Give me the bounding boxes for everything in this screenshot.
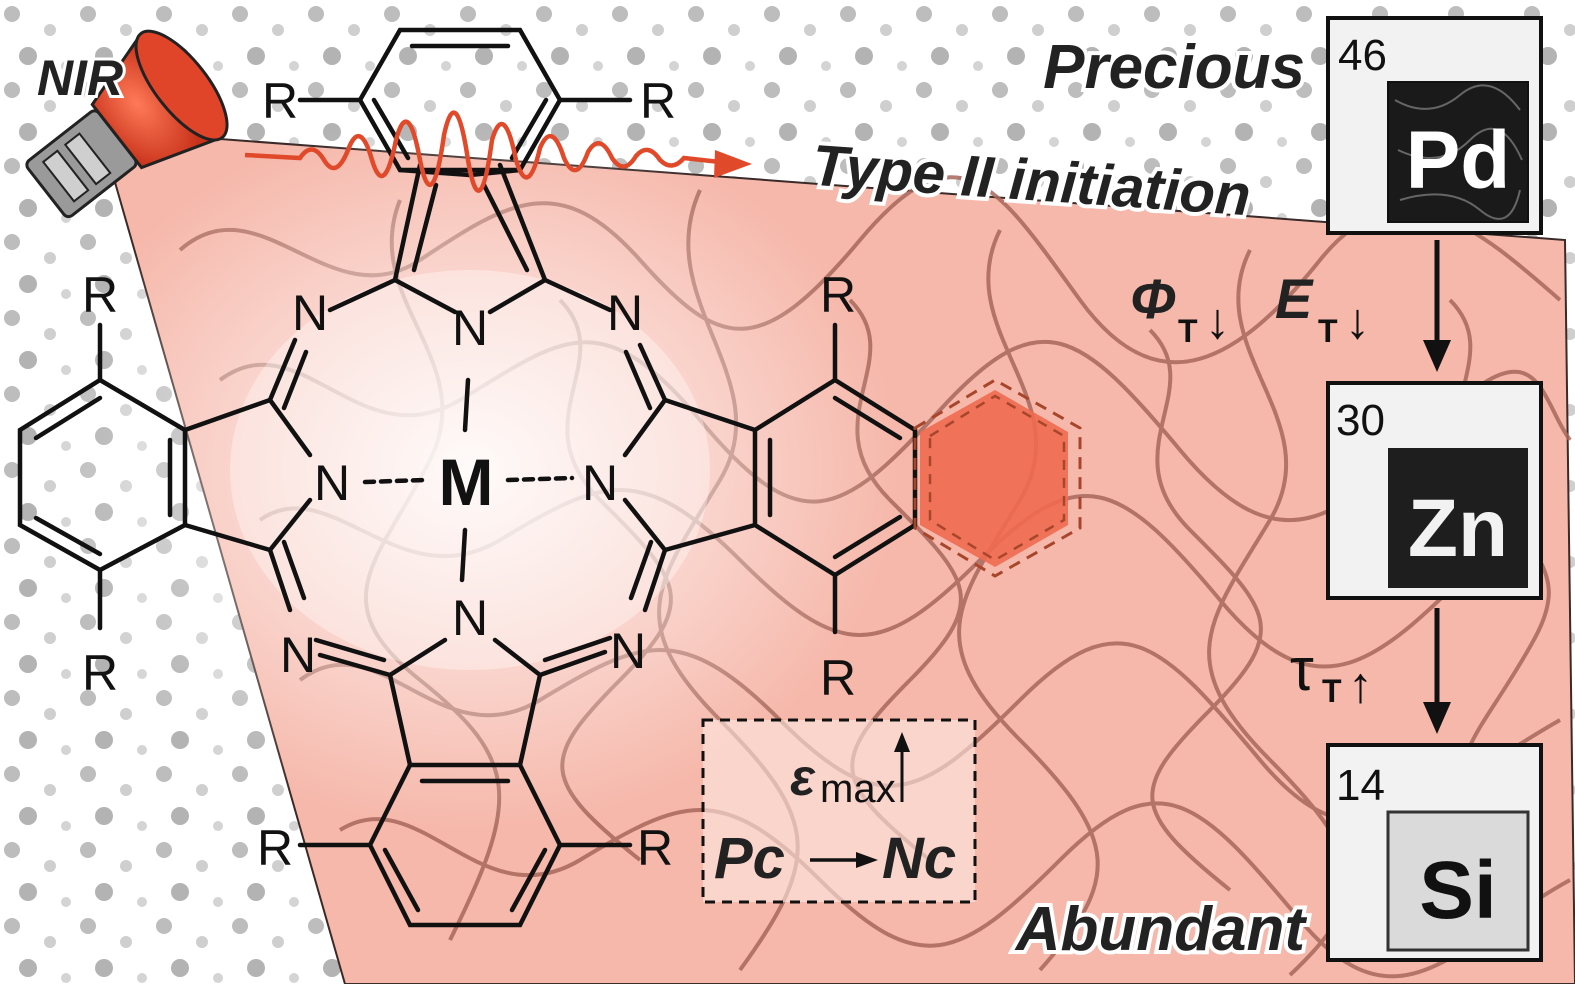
bottom-pyrrole — [313, 635, 613, 768]
element-symbol: Si — [1419, 845, 1496, 936]
substituent-label: R — [82, 267, 118, 323]
element-tile-zn: 30 Zn — [1326, 381, 1543, 600]
pc-label: Pc — [714, 826, 785, 891]
metal-center-label: M — [439, 445, 494, 519]
triplet-properties-row-2: τ T ↑ — [1290, 636, 1373, 713]
pc-nc-box: ε max Pc Nc — [701, 718, 977, 904]
atomic-number: 14 — [1336, 761, 1385, 810]
top-benzo-ring — [357, 27, 563, 173]
bond-m-bottom — [459, 527, 468, 583]
substituent-label: R — [640, 73, 676, 129]
right-pyrrole — [542, 277, 758, 613]
phthalocyanine-structure: N N N N N N N N M R R R R R R R R — [17, 27, 1082, 928]
epsilon-subscript: max — [820, 767, 896, 811]
bottom-benzo-ring — [297, 762, 633, 928]
element-tile-si: 14 Si — [1326, 743, 1543, 962]
arrow-down-icon — [1423, 608, 1451, 734]
substituent-label: R — [820, 267, 856, 323]
arrow-right-icon — [810, 852, 878, 868]
nitrogen-label: N — [582, 455, 618, 511]
nir-arrowhead — [714, 150, 752, 178]
phi-symbol: Φ — [1130, 267, 1176, 330]
tau-subscript: T — [1322, 673, 1342, 709]
tau-symbol: τ — [1290, 636, 1314, 703]
arrow-down-icon — [1423, 240, 1451, 372]
arrow-up-icon — [894, 732, 910, 802]
element-tile-pd: 46 Pd — [1326, 16, 1543, 235]
epsilon-symbol: ε — [790, 749, 816, 807]
left-pyrrole — [182, 277, 398, 613]
bond-m-top — [462, 377, 471, 433]
precious-label: Precious — [1043, 33, 1305, 102]
flashlight-icon — [25, 29, 229, 219]
triplet-properties-row-1: Φ T ↓ E T ↓ — [1130, 267, 1370, 349]
molecule-glow — [40, 110, 900, 830]
arrow-down-icon: ↓ — [1205, 293, 1230, 349]
substituent-label: R — [262, 73, 298, 129]
substituent-label: R — [820, 650, 856, 706]
nir-label: NIR — [37, 50, 123, 106]
molecule-glow-core — [230, 270, 710, 670]
nitrogen-label: N — [314, 455, 350, 511]
phi-subscript: T — [1178, 313, 1198, 349]
bond-m-left — [362, 477, 428, 485]
naphtho-extension — [913, 378, 1082, 578]
nitrogen-label: N — [607, 285, 643, 341]
nitrogen-label: N — [452, 300, 488, 356]
element-symbol: Zn — [1408, 483, 1508, 574]
energy-subscript: T — [1318, 313, 1338, 349]
nitrogen-label: N — [452, 590, 488, 646]
abundant-label: Abundant — [1014, 895, 1308, 964]
substituent-label: R — [257, 820, 293, 876]
atomic-number: 30 — [1336, 396, 1385, 445]
nitrogen-label: N — [292, 285, 328, 341]
arrow-down-icon: ↓ — [1345, 293, 1370, 349]
arrow-up-icon: ↑ — [1348, 657, 1373, 713]
nitrogen-label: N — [610, 623, 646, 679]
element-symbol: Pd — [1406, 115, 1511, 206]
energy-symbol: E — [1275, 267, 1314, 330]
bond-m-right — [505, 475, 575, 483]
substituent-label: R — [637, 820, 673, 876]
atomic-number: 46 — [1338, 31, 1387, 80]
nc-label: Nc — [882, 826, 956, 891]
nitrogen-label: N — [280, 627, 316, 683]
nir-wave — [244, 110, 721, 193]
substituent-label: R — [82, 645, 118, 701]
